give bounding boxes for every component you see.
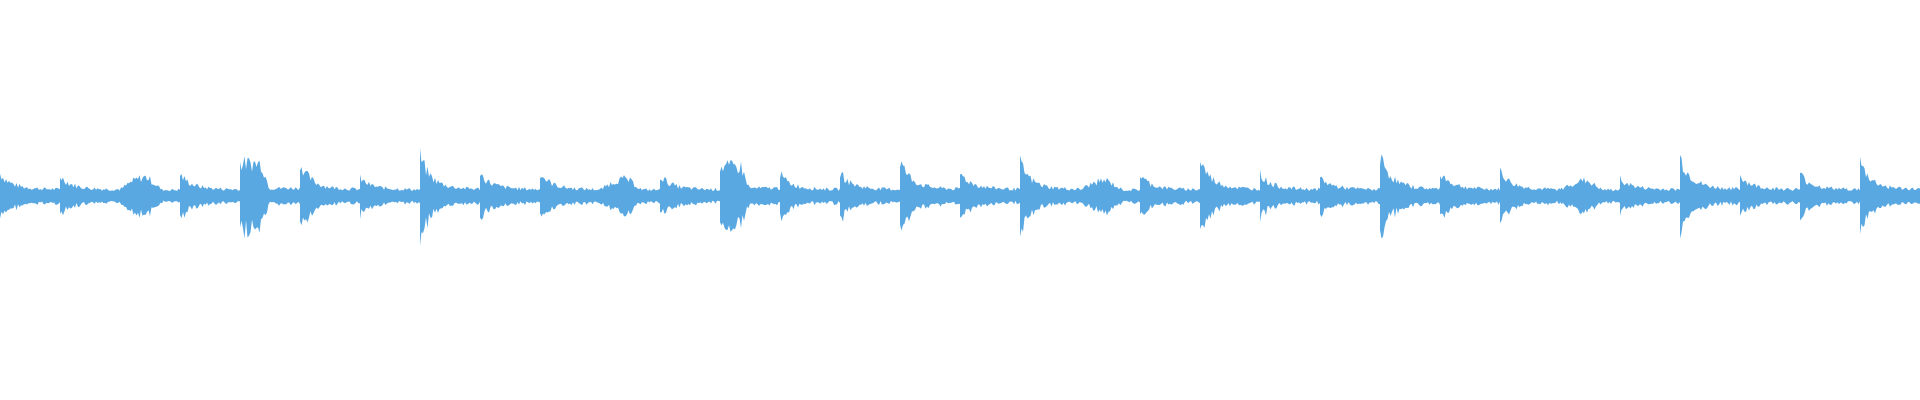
waveform-center-line xyxy=(0,194,1920,198)
